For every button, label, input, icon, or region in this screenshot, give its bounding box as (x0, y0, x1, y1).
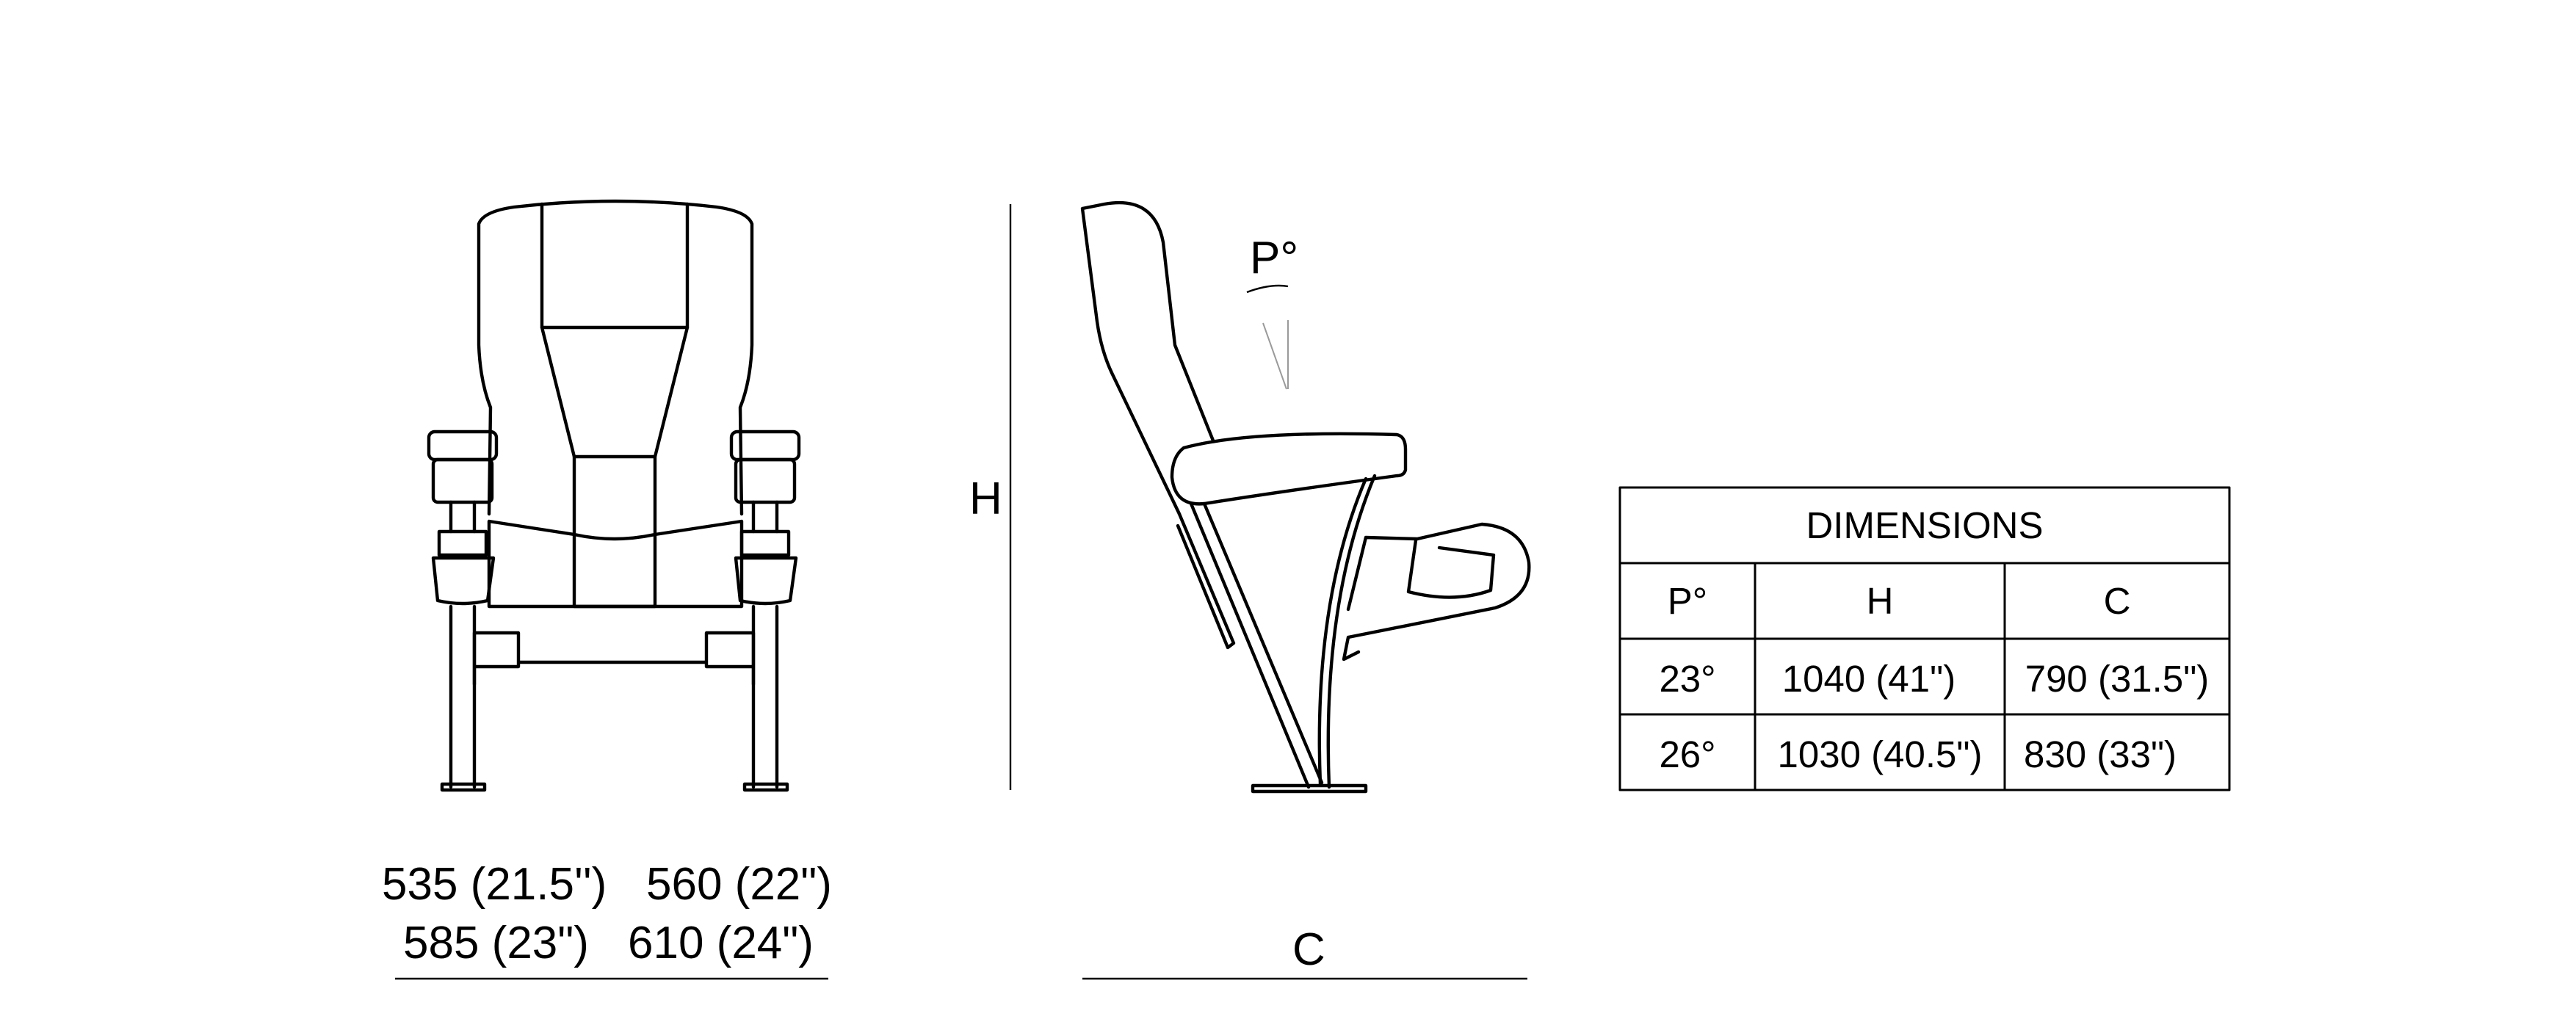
side-rear-strut (1176, 501, 1324, 789)
height-label: H (969, 474, 1002, 524)
width-option-610: 610 (24") (628, 918, 814, 968)
backrest-outline (477, 199, 754, 516)
table-title: DIMENSIONS (1806, 504, 2043, 546)
right-leg (751, 500, 779, 789)
side-folded-seat (1342, 522, 1531, 662)
left-leg (449, 500, 477, 789)
front-crossbar (472, 631, 756, 686)
width-dimension: 535 (21.5'') 560 (22") 585 (23") 610 (24… (382, 859, 832, 980)
angle-lines (1262, 320, 1289, 390)
left-armrest-base (431, 457, 494, 504)
left-cupholder (431, 529, 496, 606)
table-header-c: C (2104, 580, 2131, 622)
right-armrest-base (734, 457, 797, 504)
right-foot-plate (742, 782, 789, 792)
seat-cushion (487, 519, 744, 609)
table-cell-r2-p: 26° (1659, 733, 1715, 775)
table-header-p: P° (1668, 580, 1707, 622)
table-cell-r2-h: 1030 (40.5") (1778, 733, 1983, 775)
table-cell-r1-p: 23° (1659, 658, 1715, 700)
lumbar-panel (572, 454, 657, 609)
angle-label: P° (1250, 233, 1298, 283)
side-backrest (1080, 200, 1215, 516)
width-option-585: 585 (23") (403, 918, 589, 968)
dimensions-table: DIMENSIONS P° H C 23° 1040 (41") 790 (31… (1618, 486, 2231, 791)
angle-arc (1246, 284, 1289, 294)
left-foot-plate (440, 782, 487, 792)
width-option-535: 535 (21.5'') (382, 859, 607, 910)
backrest-center-panel (540, 325, 690, 459)
side-armrest (1170, 432, 1408, 506)
side-floor-plate (1251, 783, 1368, 794)
table-cell-r1-c: 790 (31.5") (2025, 658, 2210, 700)
table-cell-r2-c: 830 (33") (2024, 733, 2177, 775)
table-header-h: H (1867, 580, 1894, 622)
right-cupholder (734, 529, 798, 606)
side-front-standard (1317, 474, 1377, 789)
seat-side-view (1080, 200, 1531, 794)
seat-front-view (427, 199, 801, 792)
depth-label: C (1292, 924, 1325, 975)
headrest-panel (540, 202, 690, 330)
table-cell-r1-h: 1040 (41") (1782, 658, 1955, 700)
left-armrest-pad (427, 429, 499, 462)
width-option-560: 560 (22") (646, 859, 832, 910)
